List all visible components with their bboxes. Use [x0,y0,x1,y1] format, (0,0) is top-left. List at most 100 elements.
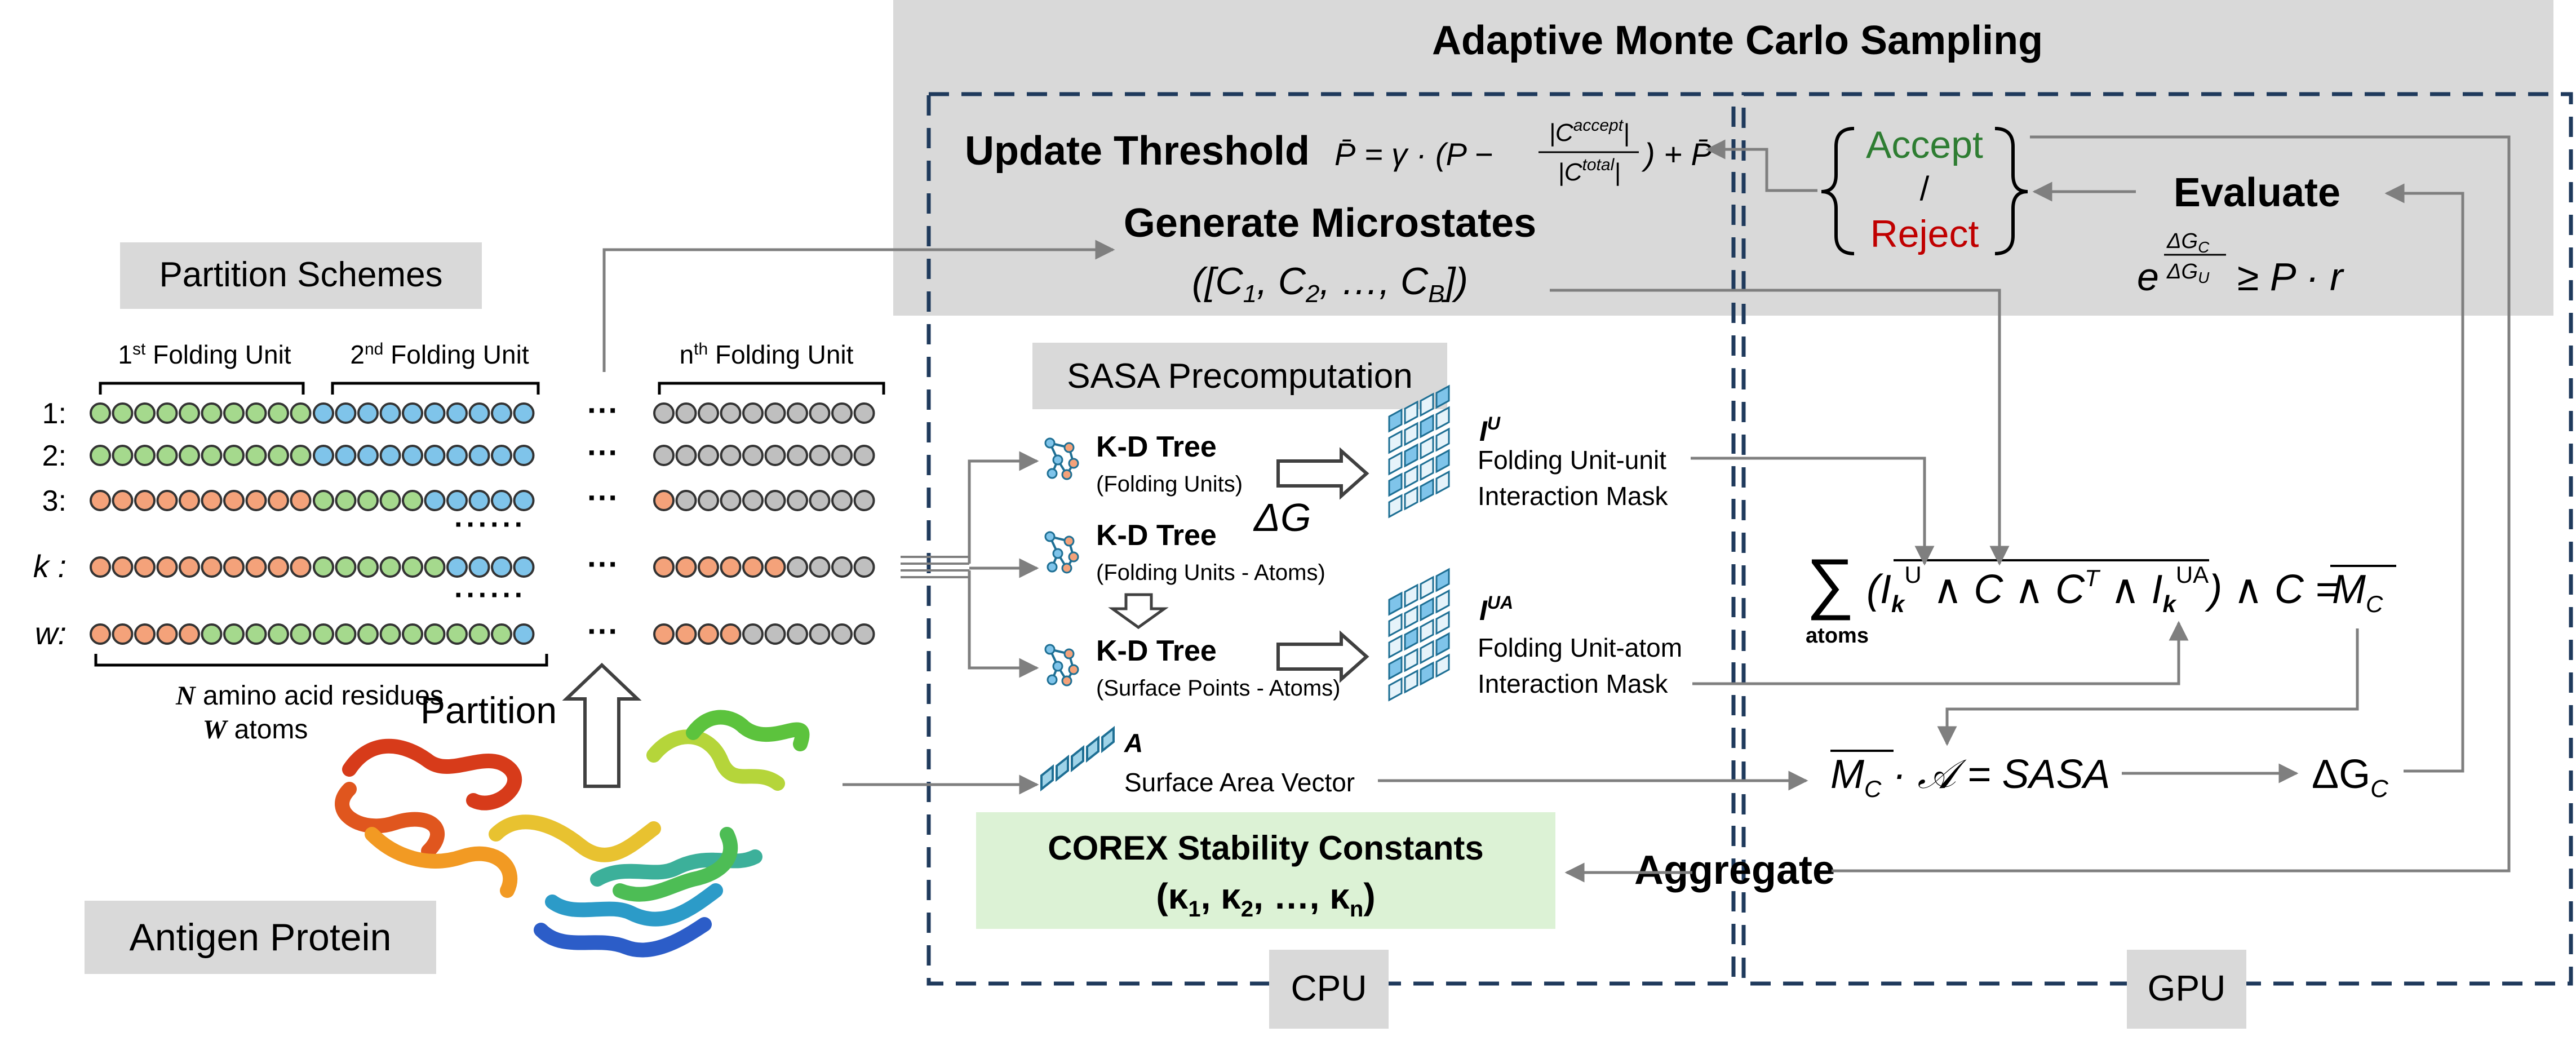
threshold-formula: P̄ = γ · (P − |Caccept| |Ctotal| ) + P̄ [1334,116,1712,186]
corex-label: COREX Stability Constants [1048,829,1483,867]
residue-circle [402,490,423,511]
residue-circle [245,623,267,645]
residue-circle [513,556,535,578]
kd-tree-icon [1044,437,1079,480]
scheme-to-generate-arrow [602,240,1115,372]
residue-circle [134,445,156,466]
residue-circle [112,623,134,645]
residue-circle [698,445,719,466]
residue-circle [764,402,786,424]
iu-label-line1: Folding Unit-unit [1478,445,1666,475]
residue-circle [313,556,334,578]
residue-circle [357,623,379,645]
row-labels: 1:2:3:k :w: [33,397,66,651]
residue-circle [112,402,134,424]
row-label: 1: [42,397,66,430]
residue-circle [787,445,808,466]
residue-circle [90,556,111,578]
residue-circle [468,402,490,424]
delta-g-label: ΔG [1253,495,1311,539]
residue-circle [223,556,245,578]
residue-circle [491,445,512,466]
sasa-label: SASA Precomputation [1067,357,1412,396]
residue-circle [335,623,357,645]
residue-circle [831,402,853,424]
residue-circle [513,402,535,424]
residue-circle [223,623,245,645]
residue-circle [379,445,401,466]
gpu-label: GPU [2148,968,2226,1008]
residue-circle [809,623,831,645]
cpu-label-box [1269,950,1389,1029]
atoms-caption: W atoms [203,715,308,745]
svg-text:e: e [2137,255,2159,299]
residue-circle [223,445,245,466]
residue-circle [675,402,697,424]
svg-text:≥ P · r: ≥ P · r [2237,255,2344,299]
residue-circle [675,556,697,578]
unit-brackets [99,382,885,395]
residue-circle [268,445,289,466]
kd-tree-icon [1044,531,1079,574]
residue-circle [335,556,357,578]
kd1-subtitle: (Folding Units) [1096,472,1243,497]
residue-circle [653,556,675,578]
residue-circle [179,623,200,645]
antigen-protein-label: Antigen Protein [130,916,392,959]
residue-circle [698,623,719,645]
residue-circle [379,556,401,578]
residue-circle [853,402,875,424]
residue-circle [335,402,357,424]
residue-circle [446,402,468,424]
accept-label: Accept [1866,123,1983,166]
residue-circle [245,402,267,424]
residue-circle [268,490,289,511]
residue-circle [335,445,357,466]
residues-caption: N amino acid residues [175,681,444,711]
residue-circle [290,490,312,511]
protein-ribbon-image [335,710,810,958]
residue-circle [402,623,423,645]
accept-reject-bracket [1821,127,2028,255]
residue-circle [245,490,267,511]
residue-circle [513,490,535,511]
svg-text:atoms: atoms [1806,624,1869,648]
antigen-protein-box [85,901,436,974]
residue-circle [313,490,334,511]
residue-rows [90,402,875,645]
partition-schemes-label: Partition Schemes [159,255,442,294]
residue-circle [513,623,535,645]
residue-circle [357,490,379,511]
kd3-subtitle: (Surface Points - Atoms) [1096,676,1340,701]
residue-circle [468,445,490,466]
residue-circle [134,623,156,645]
residue-circle [468,556,490,578]
residue-circle [290,402,312,424]
residue-circle [268,402,289,424]
kd3-title: K-D Tree [1096,635,1217,667]
slash-label: / [1920,170,1930,207]
residue-circle [290,556,312,578]
residue-circle [764,623,786,645]
kd2-to-kd3-arrow [1108,593,1169,630]
residue-circle [156,556,178,578]
gpu-label-box [2127,950,2246,1029]
residue-circle [424,623,446,645]
residue-circle [313,623,334,645]
sasa-box [1032,343,1447,409]
residue-circle [809,445,831,466]
mask-grid-icon [1388,568,1450,702]
residue-circle [201,556,223,578]
iua-label-line1: Folding Unit-atom [1478,633,1682,662]
residue-circle [335,490,357,511]
residue-circle [787,490,808,511]
svg-text:ΔGC: ΔGC [2312,752,2389,803]
residue-circle [357,445,379,466]
residue-circle [720,556,742,578]
unit2-header: 2nd Folding Unit [350,340,529,369]
residue-circle [653,490,675,511]
residue-circle [491,402,512,424]
kd3-to-iua-arrow [1276,630,1369,683]
residue-circle [653,623,675,645]
